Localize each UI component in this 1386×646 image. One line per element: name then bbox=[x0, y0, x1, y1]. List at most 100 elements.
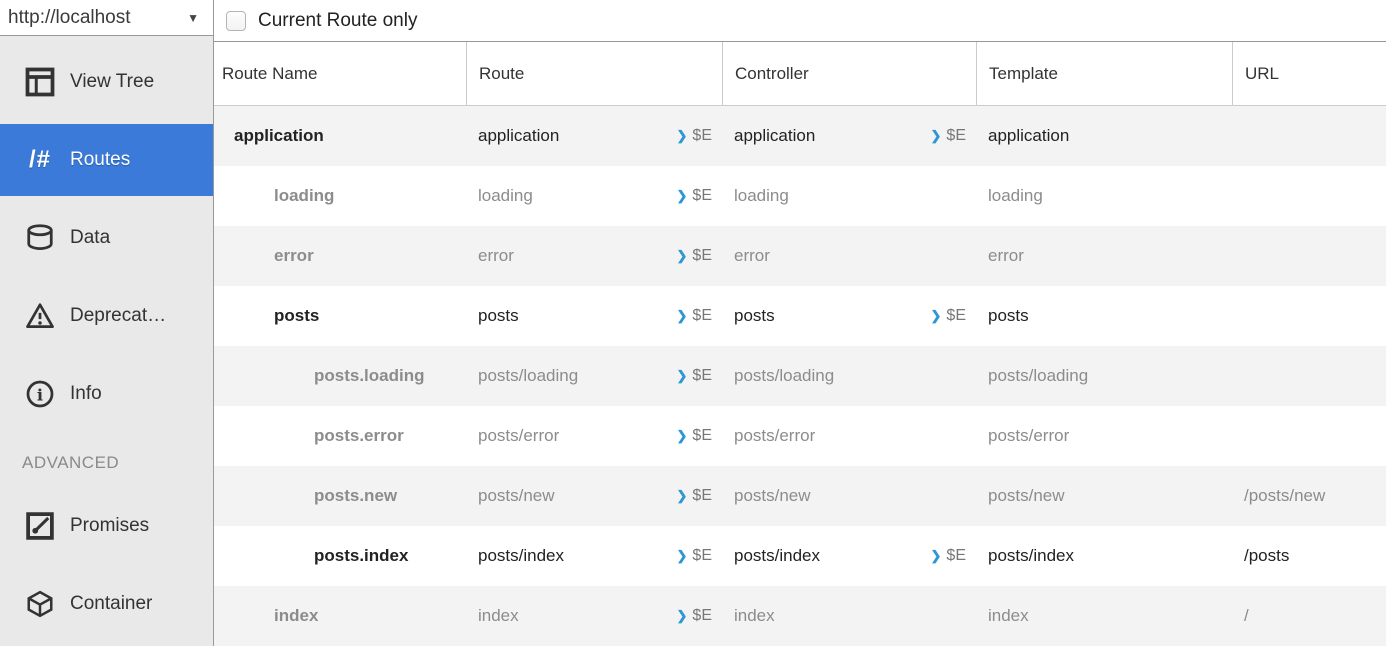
controller-send-to-console-button[interactable]: ❯$E bbox=[931, 547, 966, 565]
table-row-error[interactable]: error error ❯$E error error bbox=[214, 226, 1386, 286]
controller-value: posts/error bbox=[734, 426, 816, 445]
chevron-right-icon: ❯ bbox=[676, 488, 688, 503]
template-cell: posts/loading bbox=[988, 366, 1089, 385]
route-value: posts/loading bbox=[478, 366, 579, 385]
route-send-to-console-button[interactable]: ❯$E bbox=[677, 547, 712, 565]
controller-send-to-console-button[interactable]: ❯$E bbox=[931, 307, 966, 325]
controller-cell: application❯$E bbox=[722, 106, 976, 166]
route-send-to-console-button[interactable]: ❯$E bbox=[677, 187, 712, 205]
sidebar-item-label: Info bbox=[70, 383, 102, 404]
sidebar-item-label: Data bbox=[70, 227, 111, 248]
url-cell: / bbox=[1244, 606, 1249, 625]
sidebar-item-container[interactable]: Container bbox=[0, 568, 213, 640]
current-route-only-label: Current Route only bbox=[258, 9, 418, 31]
routes-icon: /# bbox=[28, 146, 51, 173]
chevron-right-icon: ❯ bbox=[676, 128, 688, 143]
dropdown-caret-icon: ▼ bbox=[187, 10, 199, 25]
controller-cell: posts/index ❯$E bbox=[722, 526, 976, 586]
route-send-to-console-button[interactable]: ❯ $E bbox=[677, 427, 712, 445]
route-value: error bbox=[478, 246, 514, 265]
route-send-to-console-button[interactable]: ❯$E bbox=[677, 247, 712, 265]
controller-cell: posts/new bbox=[722, 466, 976, 526]
controller-cell: error bbox=[722, 226, 976, 286]
chevron-right-icon: ❯ bbox=[676, 188, 688, 203]
chevron-right-icon: ❯ bbox=[676, 308, 688, 323]
chevron-right-icon: ❯ bbox=[676, 248, 688, 263]
send-to-console-label: $E bbox=[692, 547, 712, 564]
container-icon bbox=[22, 586, 58, 622]
route-name-cell: posts bbox=[274, 306, 320, 325]
route-send-to-console-button[interactable]: ❯$E bbox=[677, 607, 712, 625]
host-label: http://localhost bbox=[8, 6, 131, 28]
controller-value: posts/index bbox=[734, 546, 820, 565]
sidebar-item-promises[interactable]: Promises bbox=[0, 490, 213, 562]
route-value: index bbox=[478, 606, 519, 625]
controller-value: loading bbox=[734, 186, 789, 205]
sidebar-item-view-tree[interactable]: View Tree bbox=[0, 46, 213, 118]
route-send-to-console-button[interactable]: ❯ $E bbox=[677, 487, 712, 505]
template-cell: error bbox=[988, 246, 1024, 265]
sidebar-item-data[interactable]: Data bbox=[0, 202, 213, 274]
controller-cell: index bbox=[722, 586, 976, 646]
route-name-cell: posts.loading bbox=[314, 366, 425, 385]
url-cell bbox=[1232, 166, 1386, 226]
column-header-route: Route bbox=[466, 42, 722, 105]
sidebar-item-label: Routes bbox=[70, 149, 131, 170]
sidebar-item-deprecat[interactable]: Deprecat… bbox=[0, 280, 213, 352]
column-header-template: Template bbox=[976, 42, 1232, 105]
controller-value: posts/new bbox=[734, 486, 811, 505]
current-route-only-checkbox[interactable] bbox=[226, 10, 246, 31]
sidebar-item-routes[interactable]: /# Routes bbox=[0, 124, 213, 196]
info-icon: i bbox=[22, 376, 58, 412]
controller-send-to-console-button[interactable]: ❯$E bbox=[931, 127, 966, 145]
controller-value: index bbox=[734, 606, 775, 625]
chevron-right-icon: ❯ bbox=[676, 428, 688, 443]
sidebar-item-label: Container bbox=[70, 593, 153, 614]
route-name-cell: posts.new bbox=[314, 486, 398, 505]
url-cell bbox=[1232, 346, 1386, 406]
chevron-right-icon: ❯ bbox=[676, 368, 688, 383]
url-cell bbox=[1232, 406, 1386, 466]
route-send-to-console-button[interactable]: ❯ $E bbox=[677, 367, 712, 385]
route-cell: posts/new❯$E bbox=[466, 466, 722, 526]
route-send-to-console-button[interactable]: ❯$E bbox=[677, 127, 712, 145]
route-cell: posts/loading ❯ $E bbox=[466, 346, 722, 406]
toolbar: Current Route only bbox=[214, 0, 1386, 42]
send-to-console-label: $E bbox=[692, 427, 712, 444]
template-cell: posts/new bbox=[988, 486, 1065, 505]
controller-value: posts/loading bbox=[734, 366, 835, 385]
deprecations-icon bbox=[22, 298, 58, 334]
controller-cell: posts/loading bbox=[722, 346, 976, 406]
url-cell bbox=[1232, 286, 1386, 346]
send-to-console-label: $E bbox=[692, 367, 712, 384]
svg-text:i: i bbox=[37, 385, 43, 404]
column-header-route-name: Route Name bbox=[222, 63, 318, 83]
url-cell: /posts bbox=[1244, 546, 1290, 565]
route-cell: loading ❯$E bbox=[466, 166, 722, 226]
route-send-to-console-button[interactable]: ❯$E bbox=[677, 307, 712, 325]
url-cell bbox=[1232, 106, 1386, 166]
send-to-console-label: $E bbox=[692, 487, 712, 504]
route-value: loading bbox=[478, 186, 533, 205]
host-picker-dropdown[interactable]: http://localhost ▼ bbox=[0, 0, 213, 36]
route-name-cell: application bbox=[234, 126, 324, 145]
route-name-cell: error bbox=[274, 246, 314, 265]
send-to-console-label: $E bbox=[692, 607, 712, 624]
promises-icon bbox=[22, 508, 58, 544]
sidebar-item-info[interactable]: i Info bbox=[0, 358, 213, 430]
route-name-cell: posts.index bbox=[314, 546, 409, 565]
route-name-cell: loading bbox=[274, 186, 335, 205]
